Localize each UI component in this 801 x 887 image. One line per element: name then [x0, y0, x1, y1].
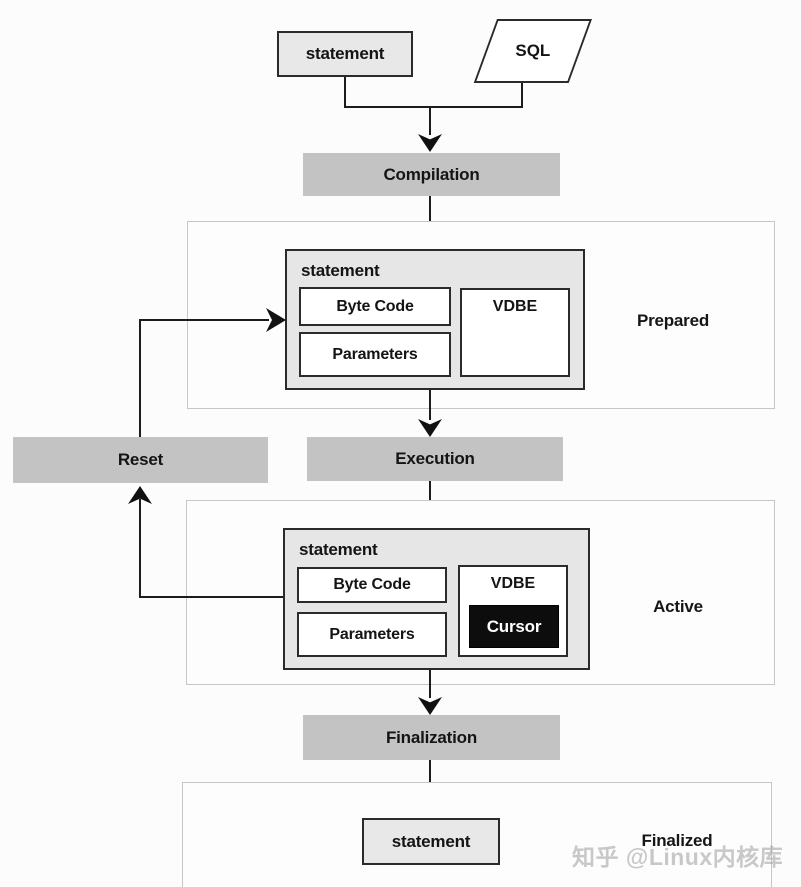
- connector-line: [344, 77, 346, 108]
- top-statement-node: statement: [277, 31, 413, 77]
- prepared-vdbe-box: VDBE: [460, 288, 570, 377]
- reset-bar: Reset: [13, 437, 268, 483]
- prepared-parameters-label: Parameters: [332, 345, 418, 363]
- arrowhead-down-icon: [418, 419, 442, 437]
- active-parameters-box: Parameters: [297, 612, 447, 657]
- connector-line: [139, 319, 269, 321]
- prepared-parameters-box: Parameters: [299, 332, 451, 377]
- connector-line: [429, 670, 431, 698]
- bottom-statement-node: statement: [362, 818, 500, 865]
- finalized-stage-label: Finalized: [641, 831, 713, 850]
- active-byte-code-label: Byte Code: [333, 576, 411, 593]
- connector-line: [429, 106, 431, 135]
- active-cursor-label: Cursor: [486, 616, 542, 636]
- connector-line: [429, 760, 431, 801]
- sql-label: SQL: [515, 41, 551, 60]
- prepared-byte-code-box: Byte Code: [299, 287, 451, 326]
- execution-bar: Execution: [307, 437, 563, 481]
- connector-line: [429, 196, 431, 227]
- active-stage-label: Active: [653, 597, 703, 616]
- sql-parallelogram-node: SQL: [473, 19, 592, 83]
- active-cursor-box: Cursor: [469, 605, 559, 648]
- bottom-statement-label: statement: [391, 831, 471, 851]
- active-parameters-label: Parameters: [329, 625, 415, 643]
- compilation-label: Compilation: [383, 164, 480, 184]
- top-statement-label: statement: [305, 44, 385, 63]
- connector-line: [521, 83, 523, 108]
- active-byte-code-box: Byte Code: [297, 567, 447, 603]
- active-statement-title: statement: [299, 540, 378, 559]
- finalization-label: Finalization: [385, 727, 478, 747]
- connector-line: [429, 481, 431, 510]
- finalization-bar: Finalization: [303, 715, 560, 760]
- connector-line: [139, 499, 141, 598]
- connector-line: [429, 390, 431, 420]
- connector-line: [344, 106, 523, 108]
- compilation-bar: Compilation: [303, 153, 560, 196]
- active-vdbe-box: VDBE Cursor: [458, 565, 568, 657]
- connector-line: [139, 319, 141, 437]
- watermark: 知乎 @Linux内核库: [572, 844, 784, 870]
- active-vdbe-label: VDBE: [490, 575, 536, 592]
- prepared-vdbe-label: VDBE: [492, 298, 538, 315]
- reset-label: Reset: [117, 450, 164, 469]
- execution-label: Execution: [395, 449, 475, 468]
- connector-line: [139, 596, 283, 598]
- prepared-byte-code-label: Byte Code: [336, 297, 414, 315]
- arrowhead-down-icon: [418, 134, 442, 152]
- arrowhead-down-icon: [418, 697, 442, 715]
- prepared-stage-label: Prepared: [636, 311, 710, 330]
- prepared-statement-title: statement: [301, 261, 380, 280]
